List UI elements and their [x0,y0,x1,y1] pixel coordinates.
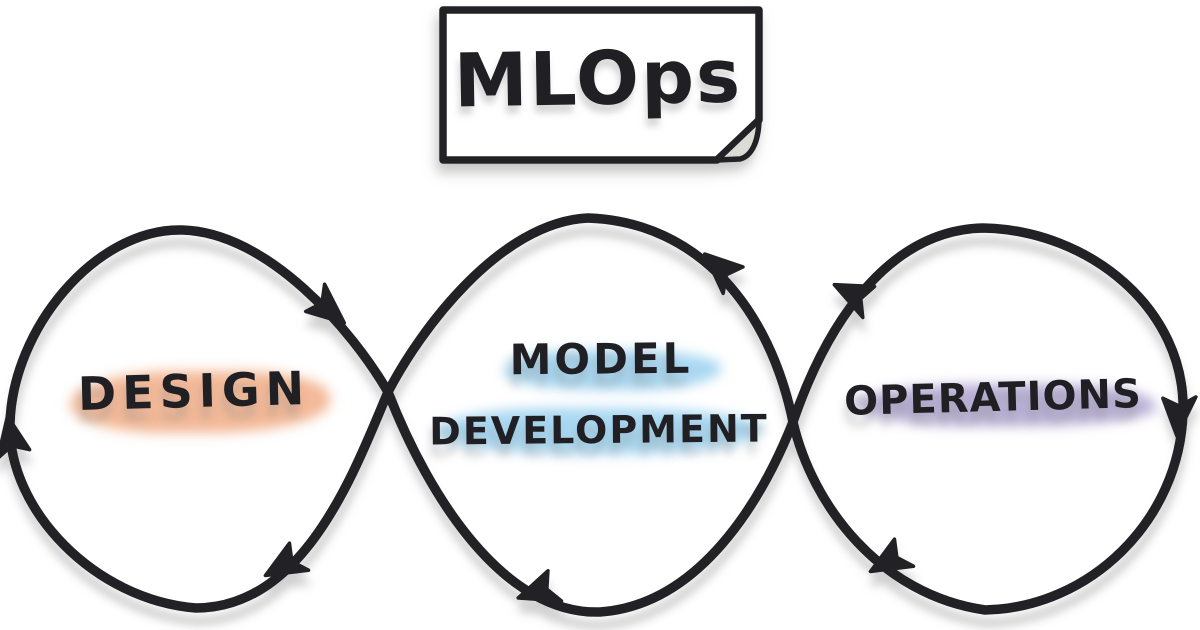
arrow-design-left [0,414,32,461]
model-development-label-line1: MODEL [509,333,693,385]
development-highlight [436,408,762,454]
design-highlight [70,371,330,433]
model-highlight [504,350,722,390]
arrow-modeldev-bottom [516,569,564,603]
operations-label: OPERATIONS [843,371,1143,425]
arrow-design-bottom [263,541,311,578]
arrow-design-top [303,282,347,325]
arrow-modeldev-top [703,252,745,296]
arrow-operations-bottom [868,537,916,574]
design-label: DESIGN [77,360,311,422]
operations-highlight [854,384,1156,426]
title-card-fold-corner [714,117,762,163]
loops-group [0,213,1198,617]
mlops-title: MLOps [453,33,743,125]
arrow-operations-topleft [832,282,877,320]
model-development-label-line2: DEVELOPMENT [429,406,769,454]
arrow-operations-right [1161,395,1198,438]
title-card [439,6,763,164]
